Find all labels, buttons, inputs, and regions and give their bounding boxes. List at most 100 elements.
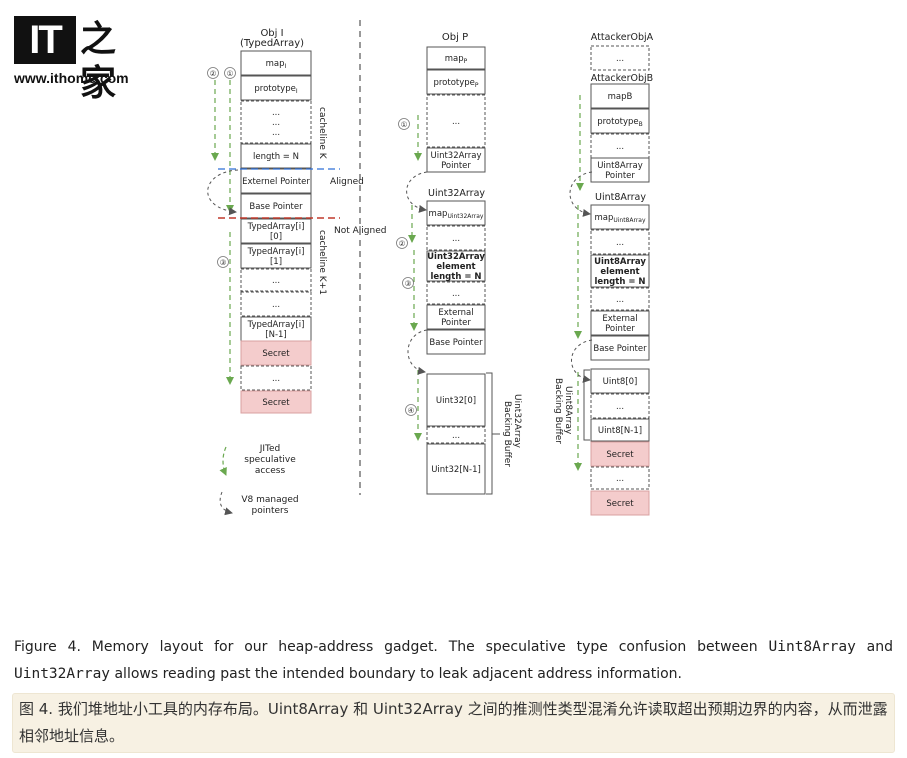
obj-i-cell-text-12-0: ... (272, 374, 280, 384)
obj-i-cell-box-3 (240, 143, 312, 169)
obj-p-cell-11: ... (426, 426, 486, 444)
obj-i-cell-2: ......... (240, 100, 312, 144)
svg-text:②: ② (399, 239, 406, 248)
obj-i-cell-8: ... (240, 268, 312, 292)
obj-i-cell-3: length = N (240, 143, 312, 169)
attacker-buffer-label-2: Backing Buffer (553, 378, 563, 444)
caption-mid: and (855, 639, 893, 655)
obj-p-memory-column: mapPprototypeP...Uint32ArrayPointermapUi… (426, 46, 486, 495)
attacker-section-label: Uint8Array (595, 192, 646, 203)
obj-p-cell-1: prototypeP (426, 69, 486, 95)
attacker-cell-text-6-0: ... (616, 238, 624, 248)
obj-p-cell-box-6 (426, 250, 486, 282)
obj-i-cell-text-4-0: Externel Pointer (242, 177, 310, 187)
obj-p-cell-text-8-1: Pointer (441, 318, 471, 328)
obj-i-cell-text-5-0: Base Pointer (249, 202, 303, 212)
attacker-cell-text-0-0: ... (616, 54, 624, 64)
attacker-cell-box-13 (590, 418, 650, 442)
obj-p-cell-text-6-0: Uint32Array (427, 252, 485, 262)
obj-p-cell-4: mapUint32Array (426, 200, 486, 226)
obj-i-cell-6: TypedArray[i][0] (240, 218, 312, 244)
attacker-cell-box-14 (590, 441, 650, 467)
obj-i-cell-box-4 (240, 168, 312, 194)
attacker-cell-text-7-2: length = N (594, 277, 645, 287)
attacker-cell-text-12-0: ... (616, 402, 624, 412)
obj-p-cell-9: Base Pointer (426, 329, 486, 355)
attacker-cell-8: ... (590, 287, 650, 311)
cacheline-k-label: cacheline K (317, 107, 327, 160)
attacker-cell-1: mapB (590, 83, 650, 109)
caption-suffix: allows reading past the intended boundar… (110, 666, 682, 682)
attacker-cell-text-5: mapUint8Array (594, 213, 646, 224)
attacker-cell-box-4 (590, 157, 650, 183)
attacker-cell-text-4-1: Pointer (605, 171, 635, 181)
attacker-cell-text-15-0: ... (616, 474, 624, 484)
attacker-cell-15: ... (590, 466, 650, 490)
attacker-cell-11: Uint8[0] (590, 368, 650, 394)
obj-p-cell-5: ... (426, 225, 486, 251)
obj-i-cell-box-6 (240, 218, 312, 244)
obj-i-cell-4: Externel Pointer (240, 168, 312, 194)
obj-i-cell-box-12 (240, 365, 312, 391)
obj-p-cell-box-4 (426, 200, 486, 226)
attacker-cell-text-10-0: Base Pointer (593, 344, 647, 354)
obj-p-cell-0: mapP (426, 46, 486, 70)
obj-i-cell-text-13-0: Secret (262, 398, 290, 408)
obj-i-cell-box-13 (240, 390, 312, 414)
obj-p-cell-text-6-2: length = N (430, 272, 481, 282)
obj-p-cell-text-1: prototypeP (433, 78, 478, 89)
not-aligned-label: Not Aligned (334, 226, 386, 236)
attacker-cell-text-11-0: Uint8[0] (603, 377, 638, 387)
obj-i-title: Obj I (260, 28, 283, 39)
chinese-translation: 图 4. 我们堆地址小工具的内存布局。Uint8Array 和 Uint32Ar… (12, 693, 895, 753)
obj-p-step-2-marker: ② (396, 237, 408, 249)
obj-p-pointer-curve-1 (406, 171, 428, 213)
attacker-cell-text-2: prototypeB (597, 117, 643, 128)
obj-i-step-3-marker: ③ (217, 256, 229, 268)
obj-p-cell-box-11 (426, 426, 486, 444)
obj-p-cell-2: ... (426, 94, 486, 148)
obj-i-cell-text-10-1: [N-1] (265, 330, 286, 340)
attacker-cell-text-9-1: Pointer (605, 324, 635, 334)
logo-url: www.ithome.com (14, 70, 129, 86)
attacker-cell-box-7 (590, 254, 650, 288)
logo-it-mark: IT (14, 16, 76, 64)
legend-jit-arrow (219, 446, 227, 476)
obj-i-cell-box-9 (240, 291, 312, 317)
attacker-b-title: AttackerObjB (591, 73, 653, 84)
obj-i-cell-13: Secret (240, 390, 312, 414)
attacker-cell-box-9 (590, 310, 650, 336)
obj-p-cell-box-10 (426, 373, 486, 427)
obj-i-cell-0: mapI (240, 50, 312, 76)
obj-p-cell-text-12-0: Uint32[N-1] (431, 465, 481, 475)
attacker-cell-text-7-0: Uint8Array (594, 257, 646, 267)
obj-p-cell-box-5 (426, 225, 486, 251)
attacker-cell-text-9-0: External (602, 314, 637, 324)
attacker-cell-box-10 (590, 335, 650, 361)
obj-i-cell-box-2 (240, 100, 312, 144)
obj-i-cell-text-7-1: [1] (270, 257, 282, 267)
obj-i-cell-text-0: mapI (266, 59, 287, 70)
obj-p-cell-7: ... (426, 281, 486, 305)
legend-jit-line-2: speculative (244, 455, 296, 465)
attacker-cell-box-0 (590, 45, 650, 71)
obj-p-cell-box-7 (426, 281, 486, 305)
obj-p-pointer-curve-2 (407, 329, 428, 375)
legend-v8-line-1: V8 managed (241, 495, 298, 505)
obj-i-cell-text-8-0: ... (272, 276, 280, 286)
obj-i-step-2-marker: ② (207, 67, 219, 79)
figure-caption: Figure 4. Memory layout for our heap-add… (14, 634, 893, 688)
obj-i-cell-box-8 (240, 268, 312, 292)
attacker-cell-box-16 (590, 490, 650, 516)
svg-text:①: ① (401, 120, 408, 129)
obj-i-cell-text-7-0: TypedArray[i] (247, 247, 305, 257)
legend-v8-line-2: pointers (252, 506, 289, 516)
obj-p-cell-text-9-0: Base Pointer (429, 338, 483, 348)
attacker-a-title: AttackerObjA (591, 32, 654, 43)
attacker-cell-text-16-0: Secret (606, 499, 634, 509)
attacker-cell-box-5 (590, 204, 650, 230)
